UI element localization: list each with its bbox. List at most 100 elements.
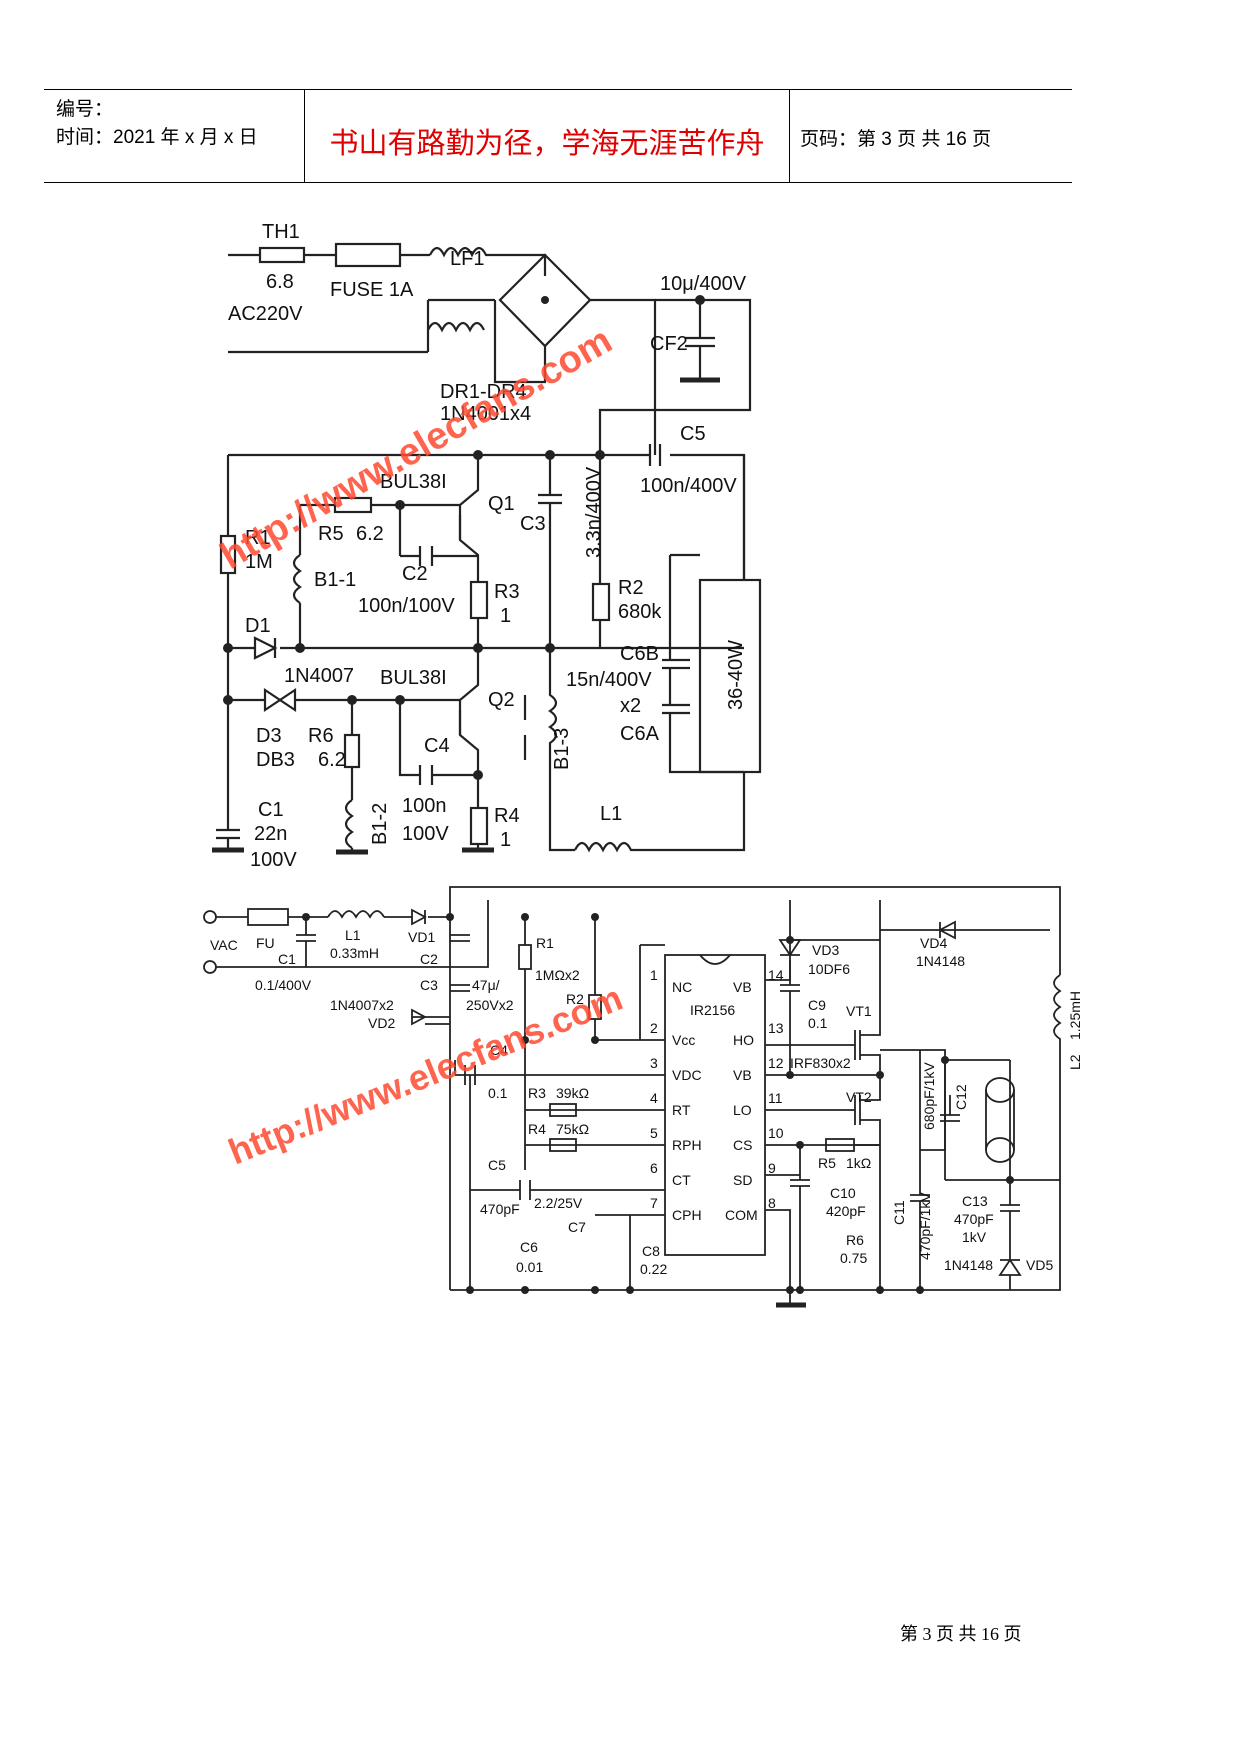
label-c10-value: 420pF xyxy=(826,1203,866,1219)
label-c6b-value: 0.01 xyxy=(516,1259,543,1275)
label-r1: R1 xyxy=(245,527,271,549)
label-vd3: VD3 xyxy=(812,942,839,958)
label-r6b-value: 0.75 xyxy=(840,1250,867,1266)
label-l1b-value: 0.33mH xyxy=(330,945,379,961)
label-q1: Q1 xyxy=(488,493,515,515)
label-c13-value: 470pF xyxy=(954,1211,994,1227)
label-vd4: VD4 xyxy=(920,935,947,951)
label-c1b-value: 0.1/400V xyxy=(255,977,312,993)
label-vd5: VD5 xyxy=(1026,1257,1053,1273)
label-vd4-part: 1N4148 xyxy=(916,953,965,969)
label-c10: C10 xyxy=(830,1185,856,1201)
ic-pin-com: COM xyxy=(725,1207,758,1223)
header-page-cell: 页码：第 3 页 共 16 页 xyxy=(790,90,1072,182)
label-c1: C1 xyxy=(258,799,284,821)
pin-11: 11 xyxy=(768,1090,783,1106)
label-vd5-part: 1N4148 xyxy=(944,1257,993,1273)
label-q2: Q2 xyxy=(488,689,515,711)
label-fuse: FUSE 1A xyxy=(330,279,414,301)
ic-pin-rt: RT xyxy=(672,1102,691,1118)
label-l2: L2 xyxy=(1067,1054,1083,1070)
label-c6b: C6B xyxy=(620,643,659,665)
label-c3-value: 3.3n/400V xyxy=(583,466,605,558)
label-c2: C2 xyxy=(402,563,428,585)
label-r4b: R4 xyxy=(528,1121,546,1137)
ic-pin-vb2: VB xyxy=(733,1067,752,1083)
label-mosfet-part: IRF830x2 xyxy=(790,1055,851,1071)
label-r3-value: 1 xyxy=(500,605,511,627)
label-c8-value: 0.22 xyxy=(640,1261,667,1277)
label-bridge-part: 1N4001x4 xyxy=(440,403,531,425)
pin-7: 7 xyxy=(650,1195,658,1211)
label-r5: R5 xyxy=(318,523,344,545)
label-c6-count: x2 xyxy=(620,695,641,717)
ic-pin-nc: NC xyxy=(672,979,692,995)
label-d3: D3 xyxy=(256,725,282,747)
pin-6: 6 xyxy=(650,1160,658,1176)
pin-8: 8 xyxy=(768,1195,776,1211)
ic-pin-ho: HO xyxy=(733,1032,754,1048)
label-c13: C13 xyxy=(962,1193,988,1209)
label-vd3-part: 10DF6 xyxy=(808,961,850,977)
label-r6-value: 6.2 xyxy=(318,749,346,771)
header-page-number: 页码：第 3 页 共 16 页 xyxy=(800,129,992,150)
ic-pin-vb: VB xyxy=(733,979,752,995)
label-c12-value: 680pF/1kV xyxy=(921,1062,937,1130)
label-l1b: L1 xyxy=(345,927,361,943)
ic-pin-lo: LO xyxy=(733,1102,752,1118)
label-c4-voltage: 100V xyxy=(402,823,449,845)
page-footer-number: 第 3 页 共 16 页 xyxy=(900,1624,1022,1644)
label-th1: TH1 xyxy=(262,221,300,243)
label-r5-value: 6.2 xyxy=(356,523,384,545)
label-r12-value: 1MΩx2 xyxy=(535,967,580,983)
ic-pin-sd: SD xyxy=(733,1172,752,1188)
pin-4: 4 xyxy=(650,1090,658,1106)
watermark-bottom: http://www.elecfans.com xyxy=(223,977,628,1173)
label-c9: C9 xyxy=(808,997,826,1013)
label-l1: L1 xyxy=(600,803,622,825)
label-c1-voltage: 100V xyxy=(250,849,297,871)
ic-pin-rph: RPH xyxy=(672,1137,702,1153)
label-vd2: VD2 xyxy=(368,1015,395,1031)
label-c4b: C4 xyxy=(490,1042,508,1058)
label-fu: FU xyxy=(256,935,275,951)
label-r4b-value: 75kΩ xyxy=(556,1121,589,1137)
label-b1-2: B1-2 xyxy=(369,803,391,845)
label-cf2: CF2 xyxy=(650,333,688,355)
label-c11-value: 470pF/1kV xyxy=(917,1192,933,1260)
label-c4b-value: 0.1 xyxy=(488,1085,508,1101)
label-c9-value: 0.1 xyxy=(808,1015,828,1031)
document-number-label: 编号： xyxy=(56,99,114,120)
label-ac-input: AC220V xyxy=(228,303,303,325)
label-vt1: VT1 xyxy=(846,1003,872,1019)
label-c1b: C1 xyxy=(278,951,296,967)
label-c23-value: 47μ/ xyxy=(472,977,500,993)
label-l2-value: 1.25mH xyxy=(1067,991,1083,1040)
label-c12: C12 xyxy=(953,1084,969,1110)
pin-2: 2 xyxy=(650,1020,658,1036)
label-d1: D1 xyxy=(245,615,271,637)
header-motto: 书山有路勤为径，学海无涯苦作舟 xyxy=(329,128,765,160)
pin-5: 5 xyxy=(650,1125,658,1141)
label-r4-value: 1 xyxy=(500,829,511,851)
label-bridge: DR1-DR4 xyxy=(440,381,527,403)
label-diode-part: 1N4007x2 xyxy=(330,997,394,1013)
ic-name: IR2156 xyxy=(690,1002,735,1018)
label-c3b: C3 xyxy=(420,977,438,993)
ic-pin-cs: CS xyxy=(733,1137,752,1153)
label-b1-1: B1-1 xyxy=(314,569,356,591)
label-c11: C11 xyxy=(891,1200,907,1225)
label-b1-3: B1-3 xyxy=(551,728,573,770)
ic-pin-vcc: Vcc xyxy=(672,1032,695,1048)
label-cf2-value: 10μ/400V xyxy=(660,273,747,295)
label-r2: R2 xyxy=(618,577,644,599)
header-motto-cell: 书山有路勤为径，学海无涯苦作舟 xyxy=(304,90,790,182)
pin-9: 9 xyxy=(768,1160,776,1176)
label-c7-value: 2.2/25V xyxy=(534,1195,583,1211)
pin-3: 3 xyxy=(650,1055,658,1071)
label-vd1: VD1 xyxy=(408,929,435,945)
label-c5b: C5 xyxy=(488,1157,506,1173)
